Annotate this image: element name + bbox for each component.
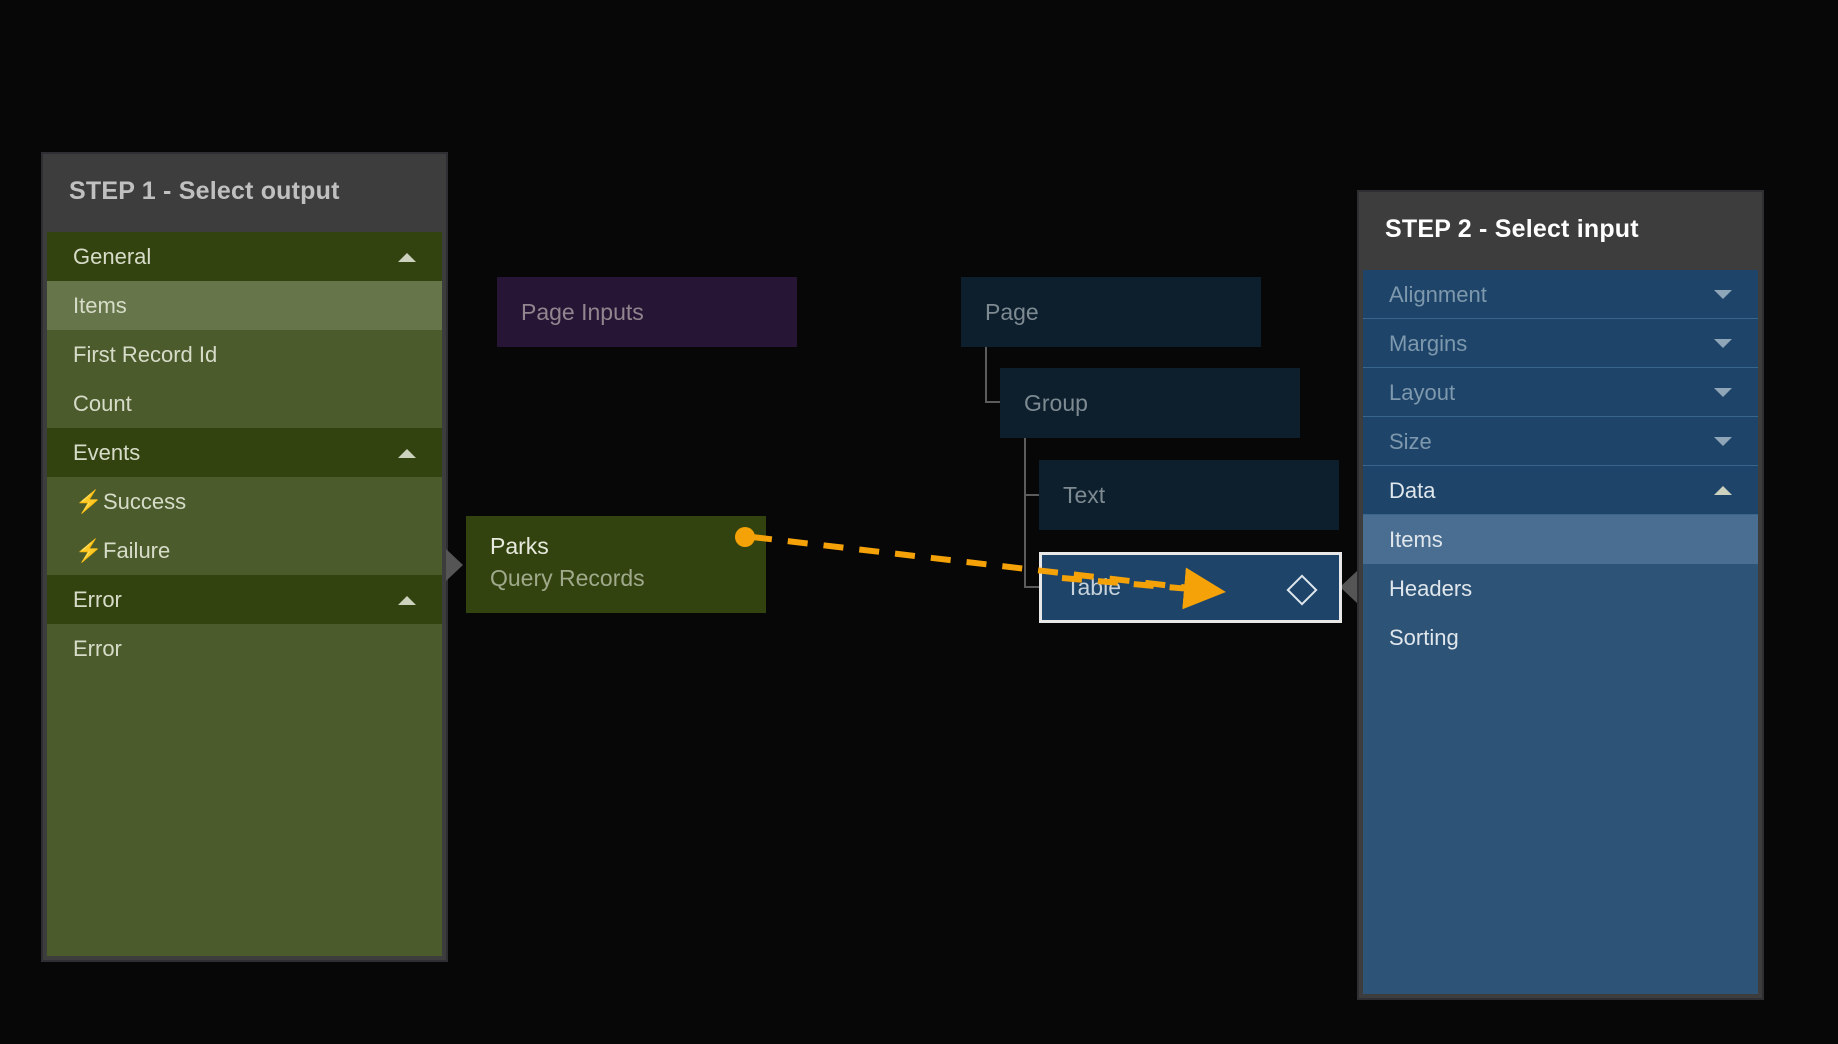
node-parks[interactable]: Parks Query Records bbox=[466, 516, 766, 613]
list-item-label: Items bbox=[73, 293, 127, 318]
node-text-label: Text bbox=[1063, 481, 1106, 508]
node-parks-title: Parks bbox=[490, 533, 549, 559]
caret-up-icon[interactable] bbox=[398, 448, 416, 458]
list-item-label: Failure bbox=[103, 538, 171, 563]
bolt-icon: ⚡ bbox=[75, 537, 103, 563]
section-header-label: Error bbox=[73, 587, 122, 612]
list-item-label: Sorting bbox=[1389, 625, 1459, 650]
caret-down-icon[interactable] bbox=[1714, 388, 1732, 397]
caret-down-icon[interactable] bbox=[1714, 290, 1732, 299]
bolt-icon: ⚡ bbox=[75, 488, 103, 514]
list-item-label: Success bbox=[103, 489, 187, 514]
step2-title: STEP 2 - Select input bbox=[1385, 215, 1639, 243]
list-item-headers[interactable]: Headers bbox=[1363, 564, 1758, 613]
list-item-sorting[interactable]: Sorting bbox=[1363, 613, 1758, 662]
node-group-label: Group bbox=[1024, 389, 1088, 416]
step1-title: STEP 1 - Select output bbox=[69, 177, 340, 205]
section-header-error[interactable]: Error bbox=[47, 575, 442, 624]
tree-line-page-group-stub bbox=[985, 401, 1002, 403]
list-item-label: First Record Id bbox=[73, 342, 218, 367]
tree-line-page-group bbox=[985, 347, 987, 403]
section-header-alignment[interactable]: Alignment bbox=[1363, 270, 1758, 319]
list-item-failure[interactable]: ⚡Failure bbox=[47, 526, 442, 575]
node-page-inputs-label: Page Inputs bbox=[521, 298, 644, 325]
node-page-label: Page bbox=[985, 298, 1039, 325]
list-item-items[interactable]: Items bbox=[47, 281, 442, 330]
node-page-inputs[interactable]: Page Inputs bbox=[497, 277, 797, 347]
node-parks-subtitle: Query Records bbox=[490, 565, 645, 591]
list-item-success[interactable]: ⚡Success bbox=[47, 477, 442, 526]
node-page[interactable]: Page bbox=[961, 277, 1261, 347]
list-item-error[interactable]: Error bbox=[47, 624, 442, 673]
node-table-label: Table bbox=[1066, 574, 1121, 600]
section-header-label: Alignment bbox=[1389, 282, 1487, 307]
step2-input-port-arrow-icon bbox=[1340, 571, 1357, 603]
caret-down-icon[interactable] bbox=[1714, 437, 1732, 446]
tree-line-group-text-stub bbox=[1024, 494, 1041, 496]
section-header-margins[interactable]: Margins bbox=[1363, 319, 1758, 368]
list-item-label: Error bbox=[73, 636, 122, 661]
section-header-label: Layout bbox=[1389, 380, 1456, 405]
section-header-label: Margins bbox=[1389, 331, 1468, 356]
section-header-events[interactable]: Events bbox=[47, 428, 442, 477]
step1-output-port-arrow-icon bbox=[446, 549, 463, 581]
list-item-items[interactable]: Items bbox=[1363, 515, 1758, 564]
section-header-label: General bbox=[73, 244, 152, 269]
section-header-general[interactable]: General bbox=[47, 232, 442, 281]
node-group[interactable]: Group bbox=[1000, 368, 1300, 438]
list-item-count[interactable]: Count bbox=[47, 379, 442, 428]
section-header-label: Events bbox=[73, 440, 141, 465]
parks-output-port-dot[interactable] bbox=[735, 527, 755, 547]
caret-up-icon[interactable] bbox=[1714, 486, 1732, 495]
tree-line-group-children bbox=[1024, 438, 1026, 588]
section-header-data[interactable]: Data bbox=[1363, 466, 1758, 515]
section-header-size[interactable]: Size bbox=[1363, 417, 1758, 466]
list-item-first-record-id[interactable]: First Record Id bbox=[47, 330, 442, 379]
section-header-label: Size bbox=[1389, 429, 1432, 454]
section-header-label: Data bbox=[1389, 478, 1436, 503]
node-text[interactable]: Text bbox=[1039, 460, 1339, 530]
caret-down-icon[interactable] bbox=[1714, 339, 1732, 348]
caret-up-icon[interactable] bbox=[398, 252, 416, 262]
list-item-label: Items bbox=[1389, 527, 1443, 552]
list-item-label: Headers bbox=[1389, 576, 1473, 601]
caret-up-icon[interactable] bbox=[398, 595, 416, 605]
list-item-label: Count bbox=[73, 391, 132, 416]
diamond-icon bbox=[1286, 573, 1318, 606]
node-table[interactable]: Table bbox=[1039, 552, 1342, 623]
section-header-layout[interactable]: Layout bbox=[1363, 368, 1758, 417]
